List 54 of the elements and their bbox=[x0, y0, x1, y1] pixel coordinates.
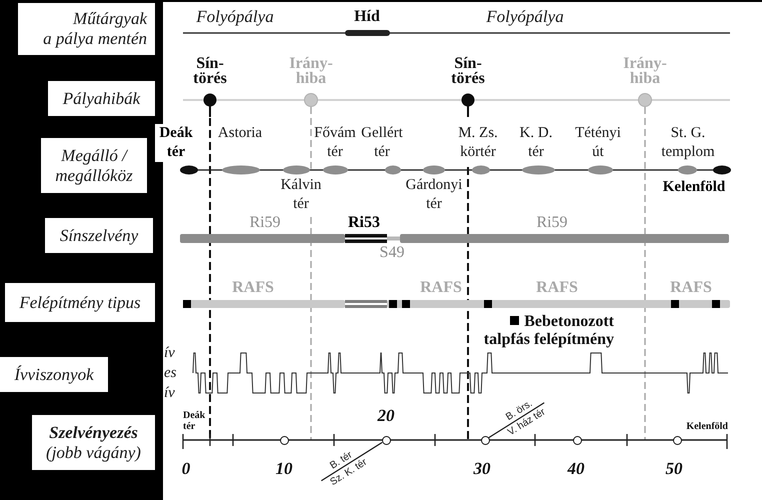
station-label: Kelenföld bbox=[685, 421, 728, 432]
section-label: Folyópálya bbox=[485, 7, 565, 27]
kilometre-number: 20 bbox=[376, 406, 396, 426]
kilometre-number: 30 bbox=[472, 459, 492, 479]
fault-label: Sín- törés bbox=[192, 56, 228, 86]
track-type-label: RAFS bbox=[535, 279, 579, 297]
row-heading: Pályahibák bbox=[62, 88, 142, 108]
row-heading-box bbox=[18, 3, 155, 55]
fault-label: Irány- hiba bbox=[622, 56, 668, 86]
track-type-label: RAFS bbox=[419, 279, 463, 297]
row-heading-box bbox=[32, 415, 155, 470]
track-type-label: RAFS bbox=[231, 279, 275, 297]
row-heading-box bbox=[0, 357, 108, 392]
section-label: Híd bbox=[353, 7, 381, 27]
row-heading-box bbox=[48, 81, 155, 116]
row-heading: Megálló / megállóköz bbox=[54, 146, 134, 186]
kilometre-number: 40 bbox=[566, 459, 586, 479]
station-label: M. Zs. körtér bbox=[457, 124, 499, 162]
section-label: Folyópálya bbox=[195, 7, 275, 27]
curve-label: ív bbox=[164, 344, 176, 362]
curve-label: ív bbox=[164, 384, 176, 402]
leader-line bbox=[488, 402, 545, 438]
rail-profile-label: Ri53 bbox=[347, 214, 381, 232]
curve-label: es bbox=[164, 364, 178, 382]
station-label: Kálvin tér bbox=[280, 176, 322, 214]
legend-label: Bebetonozott talpfás felépítmény bbox=[484, 313, 614, 348]
row-heading-box bbox=[5, 283, 155, 322]
fault-label: Sín- törés bbox=[450, 56, 486, 86]
station-label: Kelenföld bbox=[662, 178, 726, 197]
row-heading: Műtárgyak a pálya mentén bbox=[42, 9, 147, 49]
station-label: Gellért tér bbox=[360, 124, 404, 162]
station-label: Astoria bbox=[216, 124, 264, 143]
kilometre-number: 0 bbox=[180, 459, 192, 479]
station-label: St. G. templom bbox=[660, 124, 716, 162]
kilometre-number: 10 bbox=[274, 459, 294, 479]
row-heading: Felépítmény tipus bbox=[18, 292, 142, 312]
rail-profile-label: Ri59 bbox=[535, 214, 569, 232]
row-heading: Szelvényezés bbox=[48, 422, 139, 442]
rail-profile-label: S49 bbox=[378, 244, 406, 262]
track-type-label: RAFS bbox=[669, 279, 713, 297]
row-heading-box bbox=[41, 138, 147, 193]
rail-profile-label: Ri59 bbox=[248, 214, 282, 232]
kilometre-number: 50 bbox=[664, 459, 684, 479]
station-label: Deák tér bbox=[183, 410, 206, 432]
station-label: K. D. tér bbox=[518, 124, 554, 162]
station-label: Fővám tér bbox=[313, 124, 357, 162]
station-label: Tétényi út bbox=[574, 124, 622, 162]
station-label: Gárdonyi tér bbox=[404, 176, 464, 214]
leader-line bbox=[320, 442, 383, 482]
row-heading-box bbox=[45, 218, 153, 253]
row-heading: Ívviszonyok bbox=[13, 364, 95, 384]
fault-label: Irány- hiba bbox=[288, 56, 334, 86]
row-heading: Sínszelvény bbox=[58, 226, 140, 246]
row-heading: (jobb vágány) bbox=[45, 442, 142, 462]
